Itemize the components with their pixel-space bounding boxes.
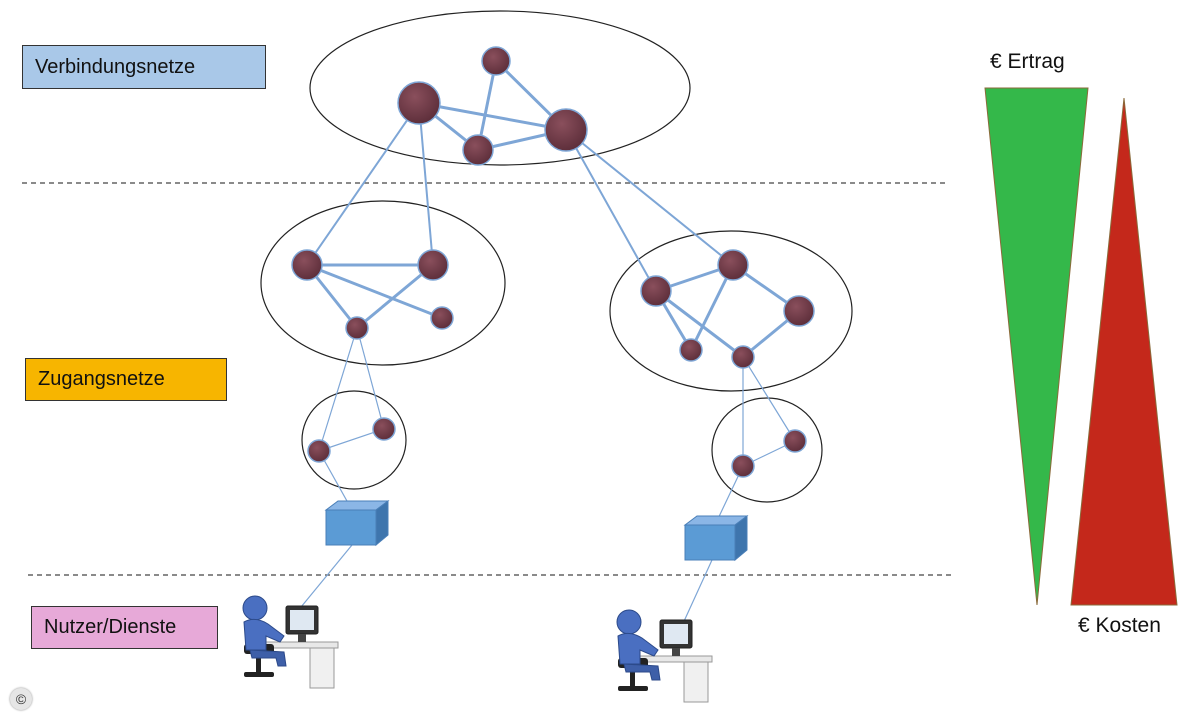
label-kosten: € Kosten: [1078, 614, 1161, 637]
core-node: [544, 108, 588, 152]
access-network-left-ellipse: [260, 200, 506, 366]
label-zugangsnetze: Zugangsnetze: [25, 358, 227, 401]
access-node: [417, 249, 449, 281]
label-nutzer-dienste: Nutzer/Dienste: [31, 606, 218, 649]
links-thin: [291, 327, 796, 631]
access-node: [783, 295, 815, 327]
access-node: [717, 249, 749, 281]
access-node: [731, 345, 755, 369]
access-network-right-ellipse: [609, 230, 853, 392]
user-computer-icon-left: [242, 595, 339, 689]
label-verbindungsnetze: Verbindungsnetze: [22, 45, 266, 89]
access-node: [430, 306, 454, 330]
user-computer-icon-right: [616, 609, 713, 703]
device-box-left: [324, 500, 390, 547]
links-medium: [306, 102, 734, 292]
local-node: [731, 454, 755, 478]
core-node: [397, 81, 441, 125]
access-node: [640, 275, 672, 307]
local-node: [307, 439, 331, 463]
core-node: [481, 46, 511, 76]
local-node: [783, 429, 807, 453]
links-thick: [305, 59, 801, 359]
ertrag-wedge: [984, 87, 1089, 606]
local-network-right-ellipse: [711, 397, 823, 503]
kosten-wedge: [1070, 97, 1178, 606]
access-node: [291, 249, 323, 281]
copyright-icon: ©: [10, 688, 32, 710]
access-node: [345, 316, 369, 340]
access-node: [679, 338, 703, 362]
core-node: [462, 134, 494, 166]
device-box-right: [683, 515, 749, 562]
core-network-ellipse: [309, 10, 691, 166]
label-ertrag: € Ertrag: [990, 50, 1065, 73]
local-network-left-ellipse: [301, 390, 407, 490]
local-node: [372, 417, 396, 441]
